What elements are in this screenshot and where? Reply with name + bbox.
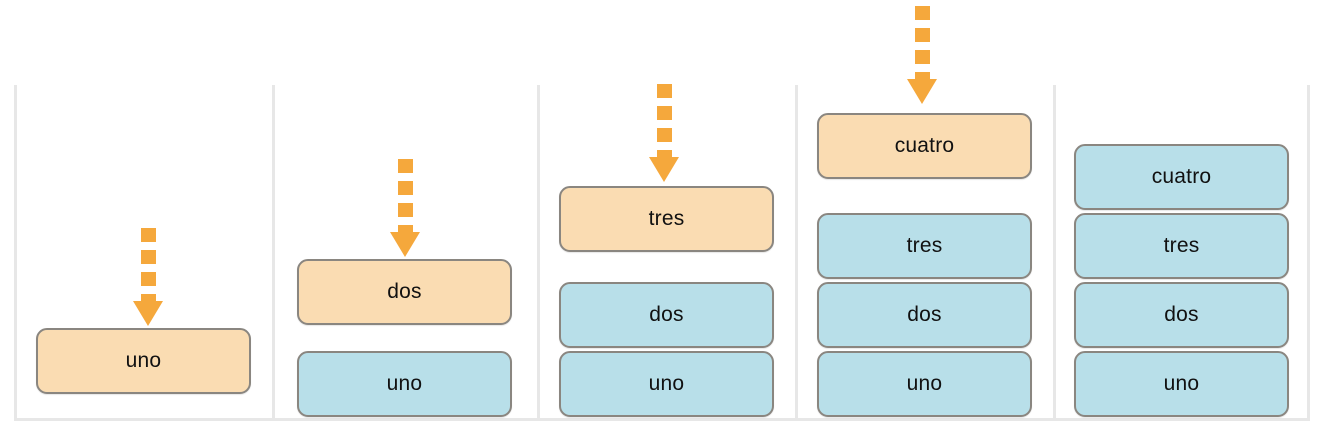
arrow-dash	[141, 272, 156, 286]
arrow-head	[907, 79, 937, 104]
panel-frame-1	[14, 85, 272, 421]
arrow-dash	[141, 228, 156, 242]
frame-4: tres dos uno cuatro	[795, 0, 1053, 437]
frame-3: dos uno tres	[537, 0, 795, 437]
frame-5: cuatro tres dos uno	[1053, 0, 1310, 437]
arrow-dash	[657, 128, 672, 142]
stacked-block: cuatro	[1074, 144, 1289, 210]
block-label: tres	[906, 234, 943, 257]
block-label: cuatro	[1151, 165, 1212, 188]
arrow-dash	[657, 84, 672, 98]
block-label: uno	[386, 372, 423, 395]
stacked-block: tres	[817, 213, 1032, 279]
stacked-block: dos	[817, 282, 1032, 348]
panel-frame-4	[795, 85, 1053, 421]
arrow-dash	[915, 28, 930, 42]
stacked-block: uno	[817, 351, 1032, 417]
arrow-dash	[398, 181, 413, 195]
arrow-head	[649, 157, 679, 182]
incoming-block: cuatro	[817, 113, 1032, 179]
panel-frame-3	[537, 85, 795, 421]
arrow-dash	[915, 6, 930, 20]
block-label: cuatro	[894, 134, 955, 157]
block-label: tres	[648, 207, 685, 230]
stacked-block: dos	[559, 282, 774, 348]
stacked-block: uno	[559, 351, 774, 417]
block-label: dos	[649, 303, 684, 326]
arrow-dash	[657, 106, 672, 120]
panel-frame-5	[1053, 85, 1310, 421]
incoming-block: uno	[36, 328, 251, 394]
panel-frame-2	[272, 85, 537, 421]
incoming-block: dos	[297, 259, 512, 325]
block-label: uno	[125, 349, 162, 372]
block-label: tres	[1163, 234, 1200, 257]
arrow-shoulder	[141, 294, 156, 302]
arrow-head	[133, 301, 163, 326]
block-label: dos	[1164, 303, 1199, 326]
stacked-block: tres	[1074, 213, 1289, 279]
arrow-dash	[915, 50, 930, 64]
block-label: dos	[907, 303, 942, 326]
frame-1: uno	[14, 0, 272, 437]
arrow-shoulder	[398, 225, 413, 233]
stacked-block: uno	[297, 351, 512, 417]
frame-2: uno dos	[272, 0, 537, 437]
stacked-block: uno	[1074, 351, 1289, 417]
arrow-shoulder	[657, 150, 672, 158]
arrow-dash	[398, 203, 413, 217]
block-label: uno	[906, 372, 943, 395]
arrow-dash	[398, 159, 413, 173]
incoming-block: tres	[559, 186, 774, 252]
block-label: uno	[648, 372, 685, 395]
arrow-dash	[141, 250, 156, 264]
block-label: dos	[387, 280, 422, 303]
arrow-head	[390, 232, 420, 257]
arrow-shoulder	[915, 72, 930, 80]
block-label: uno	[1163, 372, 1200, 395]
stacked-block: dos	[1074, 282, 1289, 348]
